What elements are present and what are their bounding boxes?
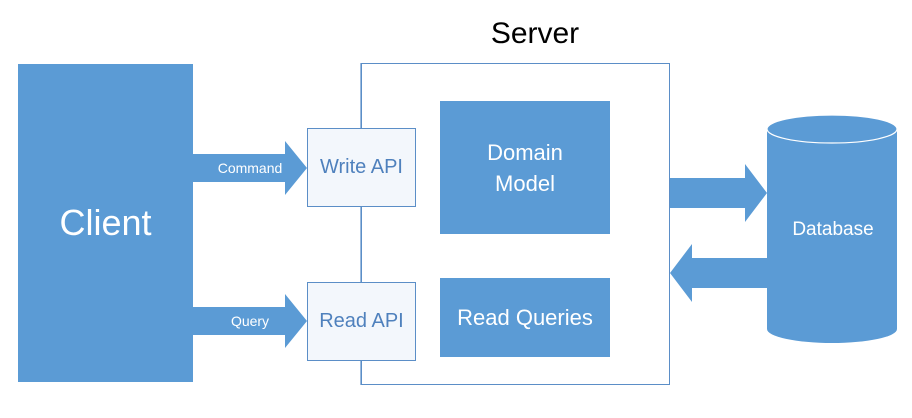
database-label: Database (792, 219, 874, 240)
command-arrow-label: Command (217, 160, 283, 176)
domain-model-label: Domain Model (487, 139, 563, 196)
database-cylinder-icon (766, 114, 898, 343)
read-queries-box: Read Queries (440, 278, 610, 357)
query-arrow-label: Query (230, 313, 270, 329)
read-api-label: Read API (319, 310, 404, 332)
write-api-box: Write API (307, 128, 416, 207)
client-label: Client (59, 202, 152, 243)
server-title: Server (490, 17, 580, 50)
client-box: Client (18, 64, 193, 382)
database-to-server-arrow (670, 244, 767, 302)
query-arrow (193, 294, 307, 348)
command-arrow (193, 141, 307, 195)
write-api-label: Write API (320, 156, 403, 178)
domain-model-box: Domain Model (440, 101, 610, 234)
server-to-database-arrow (670, 164, 767, 222)
read-api-box: Read API (307, 282, 416, 361)
read-queries-label: Read Queries (457, 305, 593, 330)
